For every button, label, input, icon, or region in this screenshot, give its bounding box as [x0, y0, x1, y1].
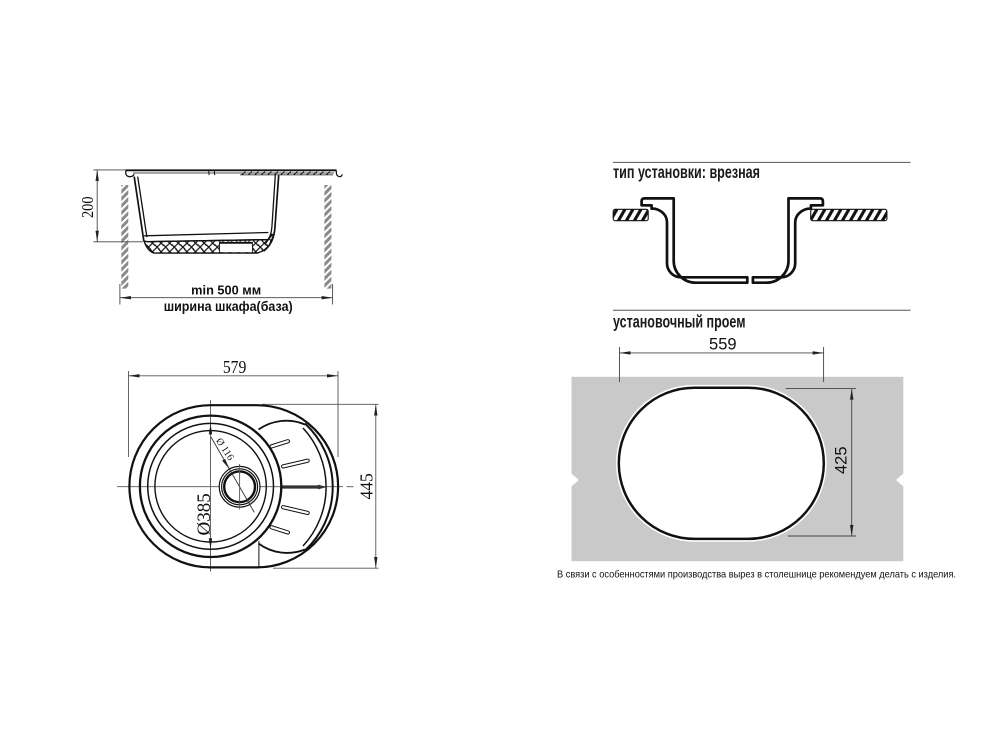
svg-text:425: 425	[833, 446, 851, 474]
svg-text:min 500 мм: min 500 мм	[191, 283, 261, 297]
svg-text:579: 579	[223, 357, 247, 377]
svg-text:В связи с особенностями произв: В связи с особенностями производства выр…	[557, 569, 956, 581]
svg-text:тип установки: врезная: тип установки: врезная	[613, 162, 760, 182]
svg-text:ширина шкафа(база): ширина шкафа(база)	[164, 299, 293, 314]
svg-text:установочный проем: установочный проем	[613, 311, 746, 331]
svg-text:559: 559	[709, 336, 737, 354]
svg-text:200: 200	[78, 197, 97, 219]
svg-text:Ø385: Ø385	[194, 493, 215, 535]
svg-text:445: 445	[356, 473, 376, 500]
